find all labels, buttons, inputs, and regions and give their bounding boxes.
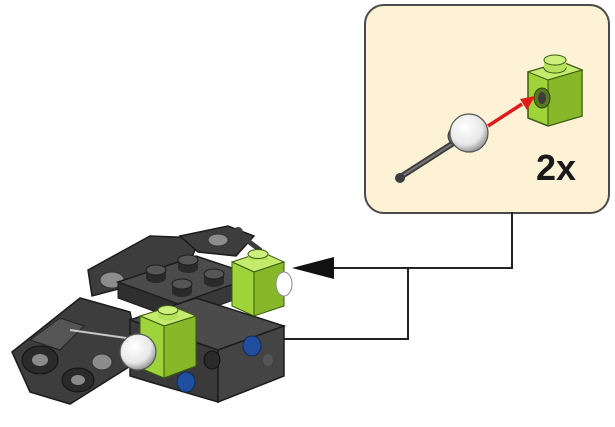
ball-joint — [119, 333, 157, 371]
callout-lime-brick — [526, 54, 584, 127]
front-lime-brick — [119, 305, 198, 379]
main-assembly — [11, 225, 293, 405]
technic-holes — [176, 335, 273, 393]
callout-ball-pin — [395, 113, 489, 183]
red-insert-arrow — [487, 96, 535, 128]
right-lime-brick — [230, 249, 293, 317]
plate-studs — [145, 254, 225, 297]
quantity-label: 2x — [536, 147, 577, 188]
guide-arrowhead-upper — [292, 257, 334, 279]
